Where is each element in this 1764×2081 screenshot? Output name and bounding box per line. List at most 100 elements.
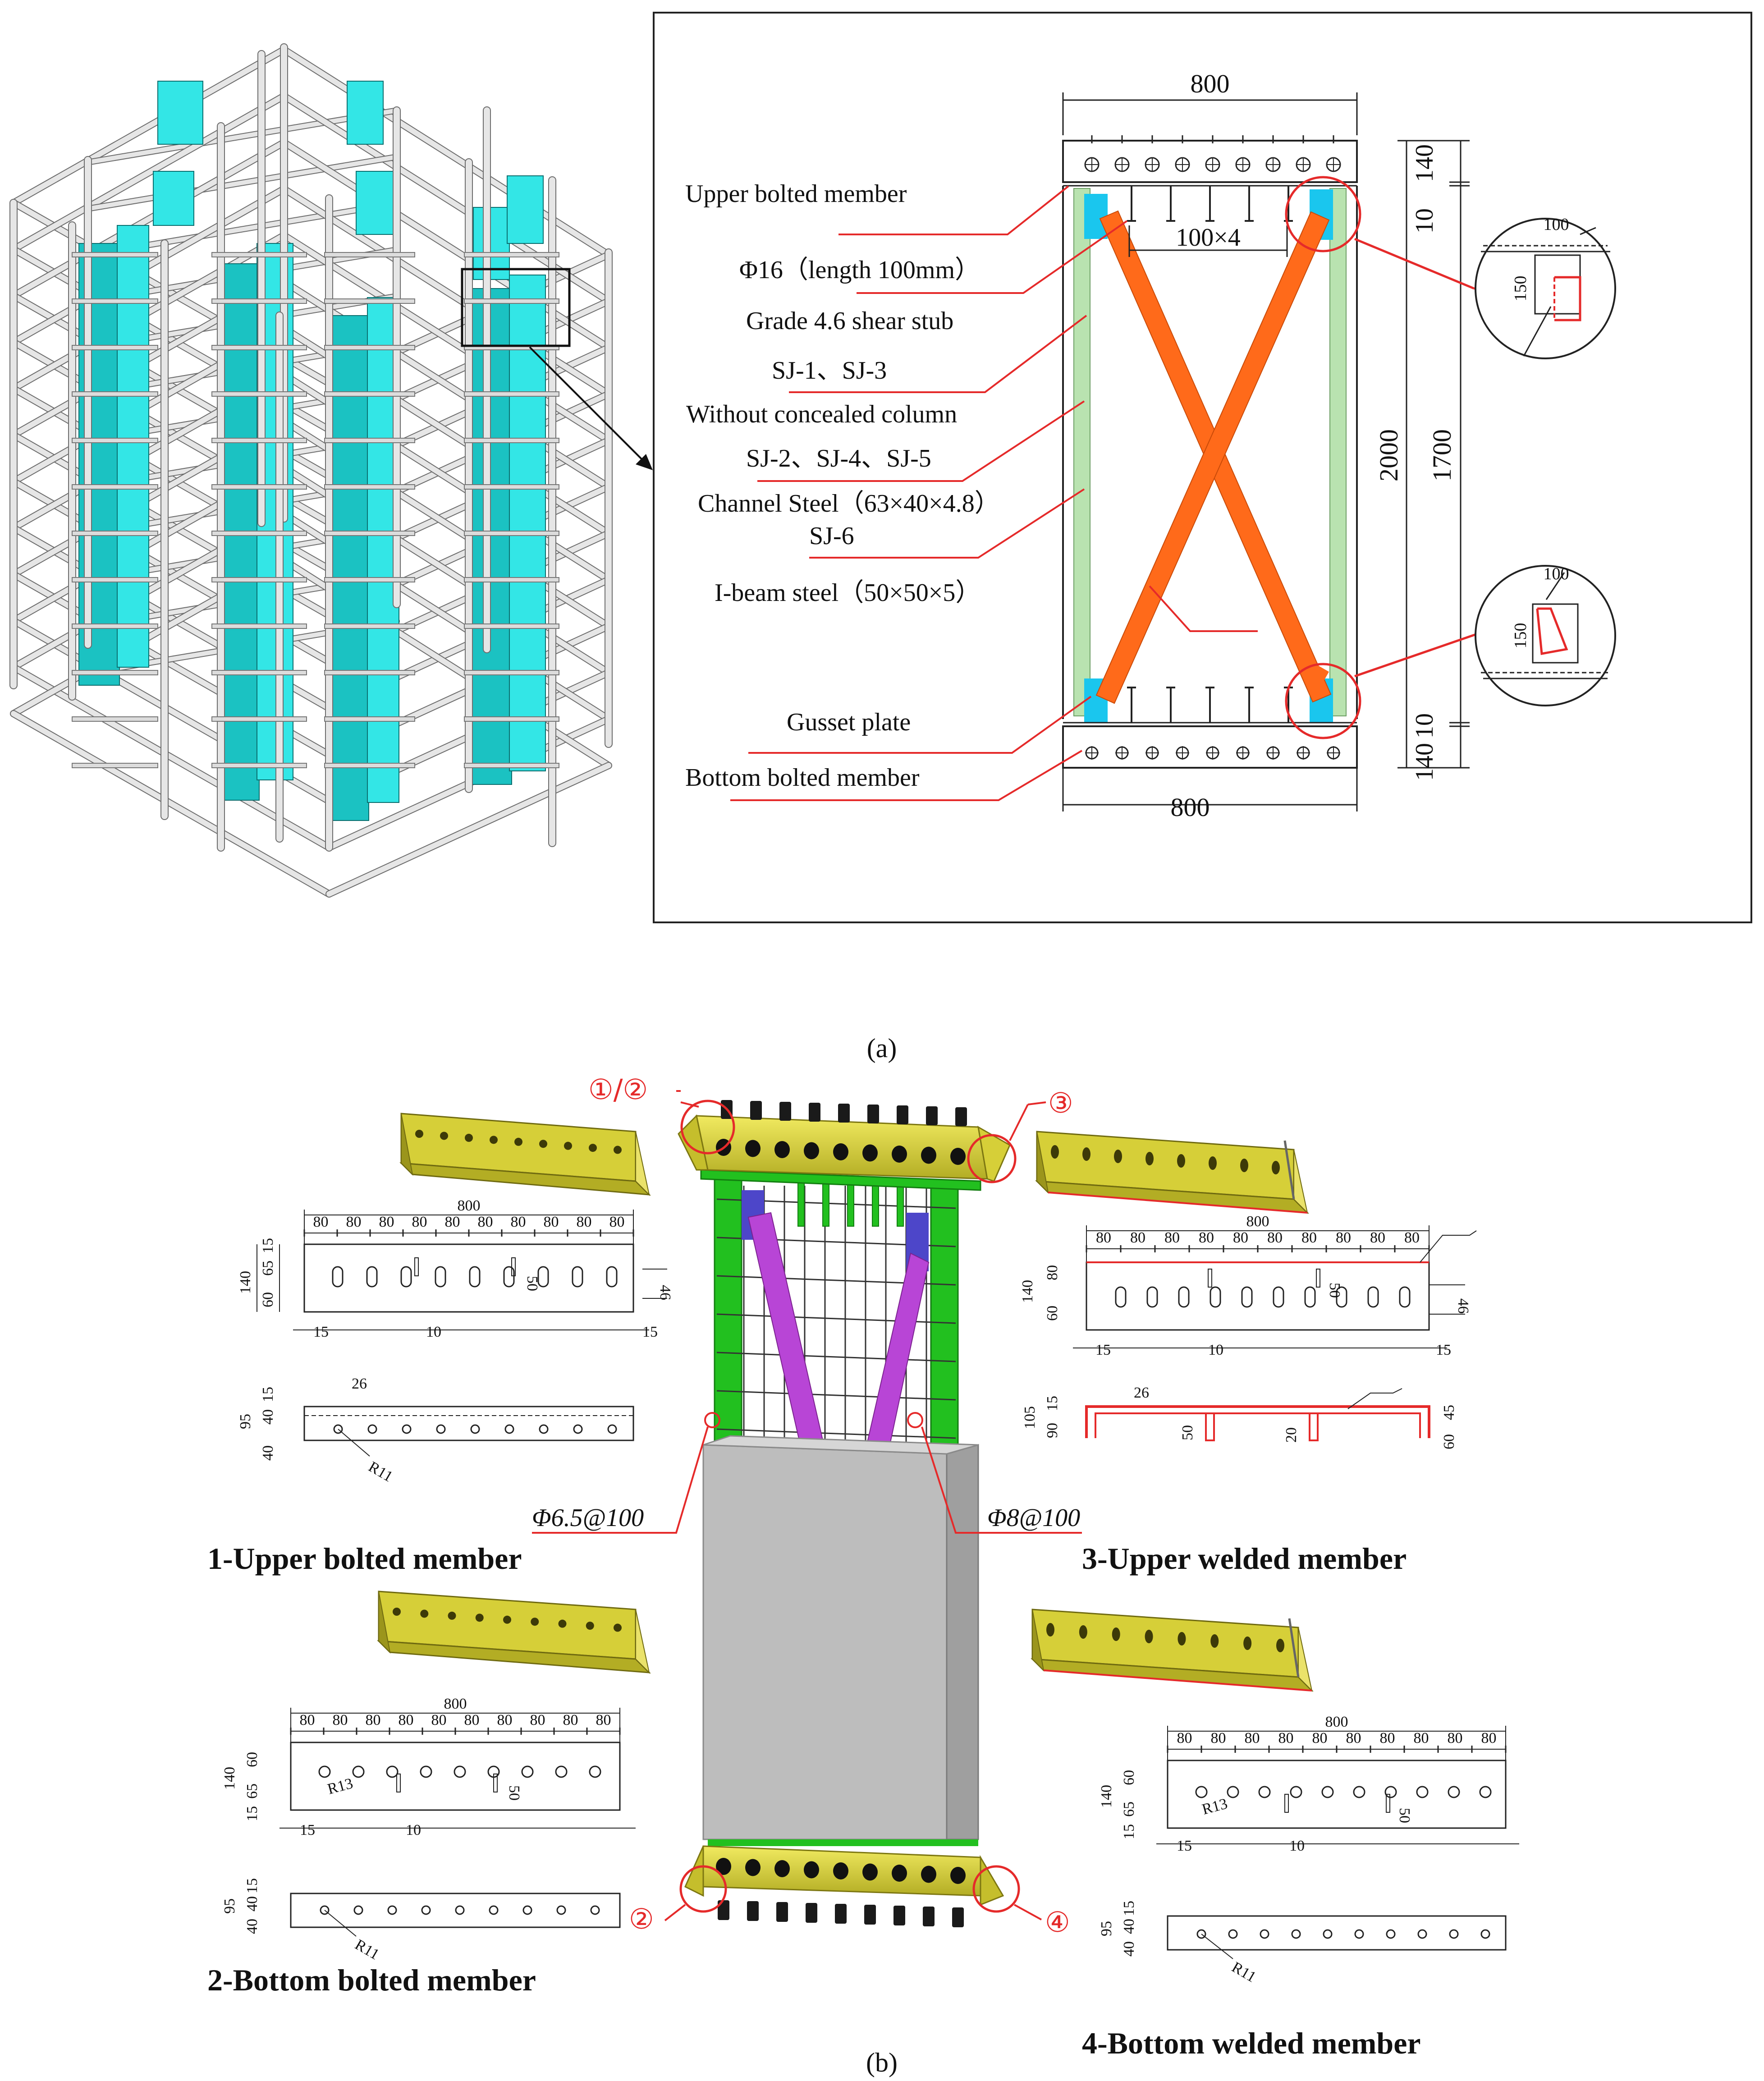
dim-label: 15	[244, 1878, 261, 1893]
dim-label: 15	[313, 1324, 329, 1340]
dim-label: 80	[379, 1214, 394, 1230]
dim-label: 15	[244, 1806, 261, 1821]
label-channel: Channel Steel（63×40×4.8）	[698, 490, 1000, 518]
title-3: 3-Upper welded member	[1082, 1541, 1407, 1576]
dim-label: 10	[426, 1324, 441, 1340]
gusset-plate-tl	[1084, 194, 1108, 239]
dim-label: 15	[260, 1387, 276, 1402]
panel-a-labels: Upper bolted member Φ16（length 100mm） Gr…	[685, 180, 1258, 1063]
detail-top-150: 150	[1511, 276, 1530, 302]
dim-label: 80	[609, 1214, 625, 1230]
dim-label: 80	[1278, 1730, 1294, 1746]
wall-specimen-3d	[678, 1100, 1011, 1927]
title-1: 1-Upper bolted member	[207, 1541, 522, 1576]
dim-label: 140	[1098, 1785, 1115, 1808]
dim-label: 80	[577, 1214, 592, 1230]
dim-label: 46	[1455, 1298, 1471, 1314]
label-sj245: SJ-2、SJ-4、SJ-5	[746, 445, 931, 472]
dim-label: 15	[1044, 1396, 1061, 1411]
marker-12-text: ①/②	[588, 1073, 648, 1106]
dim-label: 50	[1179, 1425, 1196, 1440]
dim-label: 80	[1267, 1229, 1283, 1246]
dim-label: 46	[657, 1285, 674, 1300]
dim-label: 15	[642, 1324, 658, 1340]
dim-label: 26	[1134, 1384, 1149, 1401]
dim-label: 80	[563, 1712, 578, 1728]
dim-label: 65	[244, 1783, 261, 1799]
dim-label: 80	[478, 1214, 493, 1230]
dim-label: 60	[244, 1752, 261, 1767]
dim-label: 60	[260, 1292, 276, 1307]
title-2: 2-Bottom bolted member	[207, 1963, 536, 1997]
marker-3: ③	[967, 1086, 1073, 1183]
dim-label: 20	[1283, 1427, 1300, 1443]
dim-label: 80	[1336, 1229, 1351, 1246]
dim-label: 95	[1098, 1921, 1115, 1936]
label-sj13: SJ-1、SJ-3	[772, 357, 887, 385]
dim-label: R11	[366, 1458, 395, 1485]
label-grade46: Grade 4.6 shear stub	[746, 307, 953, 335]
dim-label: 15	[260, 1238, 276, 1253]
dim-label: 60	[1441, 1434, 1457, 1449]
dim-label: 80	[464, 1712, 480, 1728]
dim-top-800: 800	[1191, 69, 1230, 98]
dim-label: 800	[444, 1696, 467, 1712]
dim-label: 80	[1312, 1730, 1328, 1746]
detail-top-100: 100	[1544, 215, 1569, 234]
detail-bot-100: 100	[1544, 564, 1569, 583]
dim-label: 80	[1044, 1265, 1061, 1280]
marker-12: ①/②	[588, 1073, 735, 1155]
dim-label: 50	[524, 1276, 541, 1291]
right-concealed-column	[1329, 188, 1347, 716]
detail-circle-top	[1285, 176, 1361, 252]
caption-b: (b)	[866, 2048, 898, 2077]
dim-1700: 1700	[1427, 429, 1457, 481]
dim-label: 40	[1121, 1919, 1137, 1934]
upper-bolted-plate	[1062, 140, 1358, 183]
dim-label: 10	[1208, 1342, 1223, 1358]
dim-label: 80	[1404, 1229, 1420, 1246]
dim-label: 65	[1121, 1801, 1137, 1817]
dim-label: 40	[260, 1445, 276, 1461]
dim-label: 80	[313, 1214, 329, 1230]
label-upper-bolted: Upper bolted member	[685, 180, 907, 208]
weld-detail-bottom: 100 150	[1475, 564, 1616, 706]
dim-bottom-800: 800	[1171, 793, 1210, 822]
label-phi16: Φ16（length 100mm）	[739, 256, 980, 284]
dim-label: 80	[300, 1712, 315, 1728]
dim-10-bot: 10	[1411, 713, 1439, 738]
brace-tr-bl	[1095, 211, 1330, 704]
marker-2: ②	[629, 1865, 727, 1935]
dim-label: 80	[1211, 1730, 1226, 1746]
dim-label: 50	[506, 1785, 522, 1801]
dim-label: 90	[1044, 1423, 1061, 1438]
dim-label: 15	[1121, 1901, 1137, 1916]
dim-2000: 2000	[1374, 429, 1403, 481]
zoom-arrowhead	[636, 454, 653, 470]
dim-label: 800	[1325, 1714, 1348, 1730]
dim-label: 50	[1396, 1808, 1413, 1823]
dim-label: 45	[1441, 1405, 1457, 1420]
detail-bot-150: 150	[1511, 623, 1530, 649]
caption-a: (a)	[867, 1033, 897, 1063]
label-bottom-bolted: Bottom bolted member	[685, 764, 920, 792]
dim-label: 80	[1096, 1229, 1111, 1246]
dim-label: 80	[544, 1214, 559, 1230]
dim-label: 15	[1436, 1342, 1451, 1358]
marker-4-text: ④	[1045, 1906, 1070, 1939]
dim-label: 80	[1414, 1730, 1429, 1746]
dim-label: 80	[1370, 1229, 1385, 1246]
dim-label: 80	[431, 1712, 447, 1728]
dim-label: 80	[366, 1712, 381, 1728]
rebar-callout-left: Φ6.5@100	[532, 1412, 720, 1534]
rebar-left-text: Φ6.5@100	[532, 1504, 644, 1532]
member-3d-bottom-bolted	[377, 1591, 651, 1674]
dim-label: 95	[237, 1414, 254, 1429]
dim-label: 95	[221, 1898, 238, 1914]
dim-label: 40	[244, 1919, 261, 1934]
dim-label: 800	[1246, 1213, 1269, 1230]
dim-label: 15	[300, 1822, 315, 1838]
dim-label: 80	[530, 1712, 545, 1728]
